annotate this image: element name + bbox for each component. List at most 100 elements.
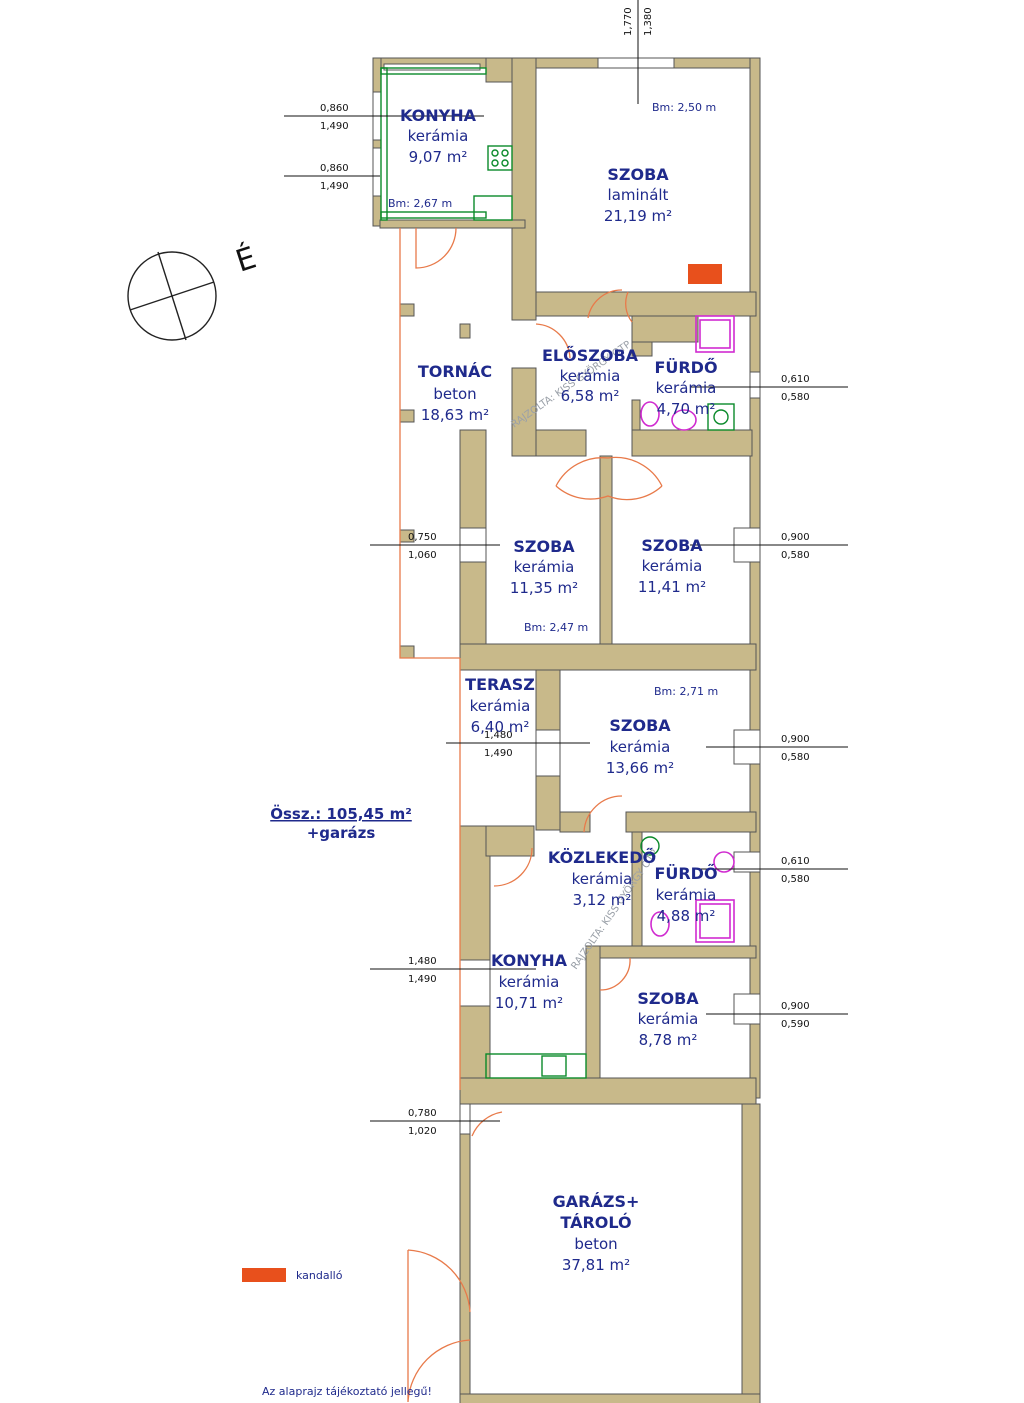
room-area: 8,78 m² <box>639 1031 698 1049</box>
porch-outline <box>399 228 461 1090</box>
compass-icon <box>127 251 217 341</box>
toilet-icon <box>640 401 660 427</box>
dim-sz2-top: 0,750 <box>408 532 437 543</box>
room-garazs: GARÁZS+ TÁROLÓ beton 37,81 m² <box>553 1192 640 1274</box>
dim-ter-top: 1,480 <box>484 730 513 741</box>
dim-k1b-bottom: 1,490 <box>320 181 349 192</box>
room-szoba-1: SZOBA laminált 21,19 m² <box>604 165 672 225</box>
room-area: 6,58 m² <box>561 387 620 405</box>
room-material: beton <box>574 1235 617 1253</box>
room-material: kerámia <box>560 367 621 385</box>
dim-sz3-top: 0,900 <box>781 532 810 543</box>
room-name: KÖZLEKEDŐ <box>548 847 656 867</box>
dim-gar-bottom: 1,020 <box>408 1126 437 1137</box>
room-area: 4,70 m² <box>657 400 716 418</box>
room-material: kerámia <box>470 697 531 715</box>
room-name: KONYHA <box>491 951 568 970</box>
room-area: 6,40 m² <box>471 718 530 736</box>
dim-gar-top: 0,780 <box>408 1108 437 1119</box>
dim-sz5-bottom: 0,590 <box>781 1019 810 1030</box>
boiler-icon <box>640 836 660 856</box>
room-szoba-5: SZOBA kerámia 8,78 m² <box>637 989 699 1049</box>
dim-f1-bottom: 0,580 <box>781 392 810 403</box>
dim-f1-top: 0,610 <box>781 374 810 385</box>
ceiling-height-szoba-1: Bm: 2,50 m <box>652 101 716 114</box>
room-name: FÜRDŐ <box>654 357 717 377</box>
room-szoba-2: SZOBA kerámia 11,35 m² <box>510 537 578 597</box>
room-konyha-2: KONYHA kerámia 10,71 m² <box>491 951 568 1012</box>
total-line-2: +garázs <box>307 824 376 842</box>
room-name: SZOBA <box>637 989 699 1008</box>
room-material: kerámia <box>638 1010 699 1028</box>
room-name: SZOBA <box>513 537 575 556</box>
legend-fireplace-swatch <box>242 1268 286 1282</box>
room-area: 10,71 m² <box>495 994 563 1012</box>
dim-k2-bottom: 1,490 <box>408 974 437 985</box>
room-konyha-1: KONYHA kerámia 9,07 m² <box>400 106 477 166</box>
washbasin-icon-2 <box>713 851 735 873</box>
room-name: SZOBA <box>641 536 703 555</box>
room-area: 11,41 m² <box>638 578 706 596</box>
room-furdo-1: FÜRDŐ kerámia 4,70 m² <box>654 357 717 418</box>
room-area: 18,63 m² <box>421 406 489 424</box>
total-line-1: Össz.: 105,45 m² <box>270 804 412 823</box>
dim-sz4-bottom: 0,580 <box>781 752 810 763</box>
room-kozlekedo: KÖZLEKEDŐ kerámia 3,12 m² <box>548 847 656 909</box>
dim-sz5-top: 0,900 <box>781 1001 810 1012</box>
room-name: TORNÁC <box>418 362 492 381</box>
room-name: SZOBA <box>609 716 671 735</box>
dim-sz3-bottom: 0,580 <box>781 550 810 561</box>
dim-k1a-bottom: 1,490 <box>320 121 349 132</box>
dim-sz2-bottom: 1,060 <box>408 550 437 561</box>
room-material: kerámia <box>408 127 469 145</box>
toilet-icon-2 <box>650 911 670 937</box>
fireplace-icon <box>688 264 722 284</box>
disclaimer-text: Az alaprajz tájékoztató jellegű! <box>262 1385 432 1398</box>
room-material: kerámia <box>610 738 671 756</box>
room-material: beton <box>433 385 476 403</box>
room-name: FÜRDŐ <box>654 863 717 883</box>
room-furdo-2: FÜRDŐ kerámia 4,88 m² <box>654 863 717 925</box>
compass-north-label: É <box>231 240 260 280</box>
room-name: ELŐSZOBA <box>542 345 639 365</box>
dimension-labels: 1,770 1,380 0,860 1,490 0,860 1,490 0,61… <box>320 7 810 1137</box>
stove-icon-2 <box>541 1055 567 1077</box>
doors <box>407 227 663 1403</box>
room-area: 9,07 m² <box>409 148 468 166</box>
dim-top-a: 1,770 <box>623 7 634 36</box>
dim-k1b-top: 0,860 <box>320 163 349 174</box>
stove-icon <box>487 145 513 171</box>
room-material: kerámia <box>642 557 703 575</box>
ceiling-height-szoba-4: Bm: 2,71 m <box>654 685 718 698</box>
room-name-2: TÁROLÓ <box>560 1213 631 1232</box>
room-area: 37,81 m² <box>562 1256 630 1274</box>
legend-fireplace-label: kandalló <box>296 1269 343 1282</box>
room-name: TERASZ <box>465 675 535 694</box>
dim-top-b: 1,380 <box>643 7 654 36</box>
dim-k2-top: 1,480 <box>408 956 437 967</box>
room-name: SZOBA <box>607 165 669 184</box>
dim-f2-top: 0,610 <box>781 856 810 867</box>
room-material: kerámia <box>514 558 575 576</box>
kitchen-fixtures <box>380 67 587 1079</box>
room-tornac: TORNÁC beton 18,63 m² <box>418 362 492 424</box>
room-material: kerámia <box>499 973 560 991</box>
bathroom-fixtures <box>640 315 735 943</box>
total-area: Össz.: 105,45 m² +garázs <box>270 804 412 842</box>
washbasin-icon <box>671 409 697 431</box>
dimension-lines <box>284 0 848 1122</box>
room-material: laminált <box>608 186 669 204</box>
room-material: kerámia <box>572 870 633 888</box>
room-area: 4,88 m² <box>657 907 716 925</box>
dim-sz4-top: 0,900 <box>781 734 810 745</box>
shower-icon <box>695 315 735 353</box>
washing-machine-icon <box>707 403 735 431</box>
room-area: 3,12 m² <box>573 891 632 909</box>
room-name: GARÁZS+ <box>553 1192 640 1211</box>
room-szoba-4: SZOBA kerámia 13,66 m² <box>606 716 674 777</box>
room-material: kerámia <box>656 379 717 397</box>
ceiling-height-konyha-1: Bm: 2,67 m <box>388 197 452 210</box>
room-eloszoba: ELŐSZOBA kerámia 6,58 m² <box>542 345 639 405</box>
dim-f2-bottom: 0,580 <box>781 874 810 885</box>
